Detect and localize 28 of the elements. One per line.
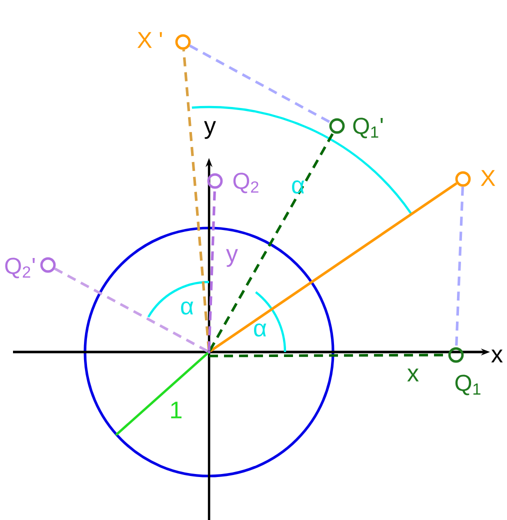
- connector-line: [182, 50, 210, 350]
- point: X: [455, 170, 496, 187]
- segment-label: y: [226, 249, 238, 267]
- connector-line: [54, 268, 208, 352]
- angle-label: α: [181, 301, 194, 315]
- point: Q$_{2}$: [207, 172, 258, 194]
- point: Q$_{1}$: [448, 347, 480, 396]
- connector-line: [208, 188, 216, 350]
- node-label: X ': [137, 32, 162, 48]
- point: Q$_{2}$': [5, 257, 56, 278]
- point: Q$_{1}$': [329, 118, 383, 138]
- point: X ': [137, 32, 191, 50]
- origin-point: [208, 350, 210, 354]
- node-label: X: [480, 170, 496, 186]
- angle-label: α: [292, 180, 304, 194]
- node-label: Q$_{1}$: [455, 374, 480, 396]
- connector-line: [189, 44, 331, 124]
- node-label: Q$_{2}$': [5, 258, 35, 278]
- axis-label: y: [204, 121, 216, 139]
- node-label: Q$_{2}$: [233, 172, 258, 194]
- segment-label: 1: [171, 402, 182, 418]
- connector-line: [210, 182, 458, 352]
- connector-line: [208, 132, 334, 352]
- axis-label: x: [491, 350, 503, 362]
- angle-label: α: [254, 323, 266, 337]
- node-label: Q$_{1}$': [353, 118, 383, 138]
- connector-line: [455, 186, 464, 348]
- segment-label: x: [407, 368, 419, 382]
